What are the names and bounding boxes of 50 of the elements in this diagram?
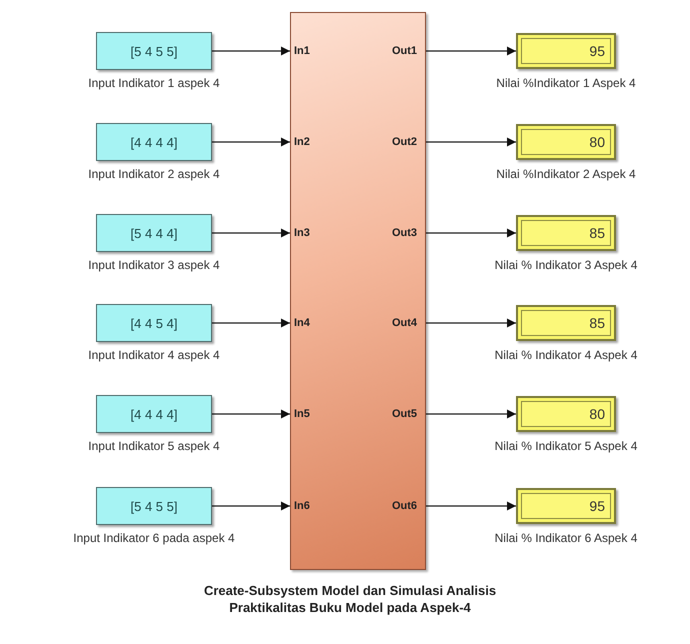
display-block: 95 [516,33,616,69]
block-label: Nilai % Indikator 3 Aspek 4 [494,258,638,272]
subsystem-block [290,12,426,570]
signal-arrow [426,46,516,56]
signal-arrow [426,502,516,510]
block-label: Input Indikator 1 aspek 4 [87,76,221,90]
port-label: In1 [291,42,310,58]
block-label: Input Indikator 2 aspek 4 [87,167,221,181]
signal-arrow [212,318,290,328]
block-label: Nilai % Indikator 5 Aspek 4 [494,439,638,453]
block-label: Nilai % Indikator 6 Aspek 4 [494,531,638,545]
port-label: In4 [291,314,310,330]
signal-arrow [212,502,290,510]
display-block: 85 [516,215,616,251]
signal-arrow [212,228,290,238]
signal-arrow [426,410,516,418]
display-block: 80 [516,396,616,432]
signal-arrow [426,318,516,328]
subsystem-name: Create-Subsystem Model dan Simulasi Analisis Praktikalitas Buku Model pada Aspek-4 [202,582,498,616]
port-label: Out4 [392,314,425,330]
signal-arrow [212,138,290,146]
constant-block: [5 4 5 5] [96,487,212,525]
signal-arrow [426,138,516,146]
port-label: Out6 [392,498,425,514]
signal-arrow [212,46,290,56]
block-label: Input Indikator 5 aspek 4 [87,439,221,453]
port-label: In3 [291,224,310,240]
signal-arrow [212,410,290,418]
port-label: Out3 [392,224,425,240]
block-label: Nilai %Indikator 1 Aspek 4 [495,76,637,90]
block-label: Input Indikator 3 aspek 4 [87,258,221,272]
block-label: Nilai %Indikator 2 Aspek 4 [495,167,637,181]
port-label: In5 [291,406,310,422]
display-block: 95 [516,488,616,524]
port-label: Out1 [392,42,425,58]
signal-arrow [426,228,516,238]
block-label: Nilai % Indikator 4 Aspek 4 [494,348,638,362]
display-block: 80 [516,124,616,160]
block-label: Input Indikator 6 pada aspek 4 [72,531,236,545]
display-block: 85 [516,305,616,341]
constant-block: [4 4 4 4] [96,395,212,433]
port-label: In2 [291,134,310,150]
block-label: Input Indikator 4 aspek 4 [87,348,221,362]
port-label: Out5 [392,406,425,422]
constant-block: [4 4 5 4] [96,304,212,342]
port-label: Out2 [392,134,425,150]
port-label: In6 [291,498,310,514]
constant-block: [5 4 4 4] [96,214,212,252]
constant-block: [4 4 4 4] [96,123,212,161]
constant-block: [5 4 5 5] [96,32,212,70]
